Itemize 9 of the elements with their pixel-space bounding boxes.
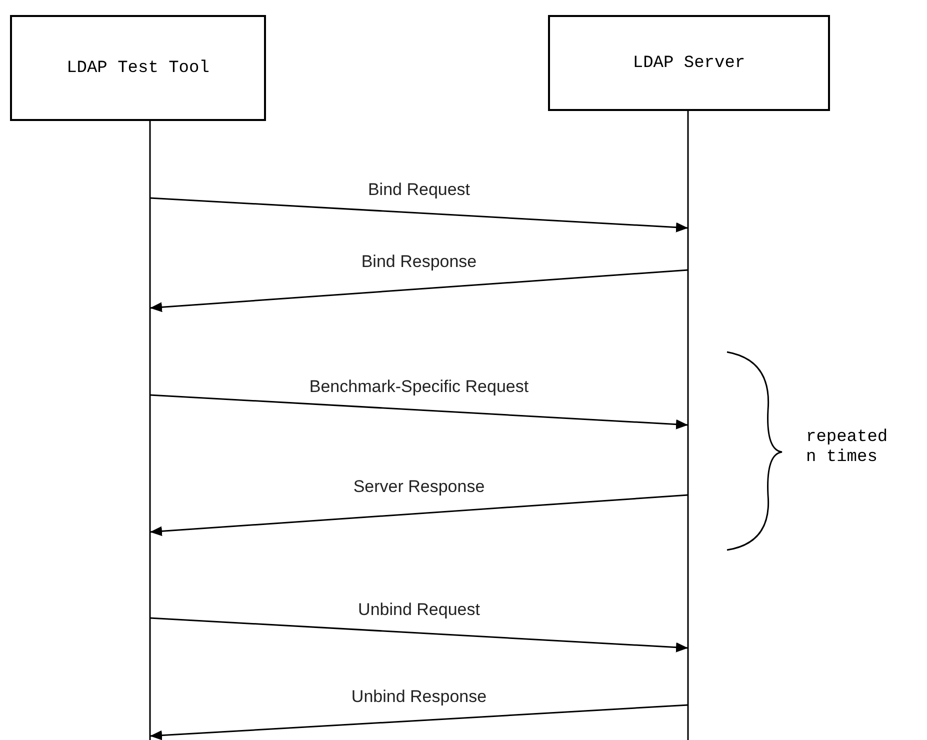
- note-text: repeated n times: [806, 428, 889, 468]
- participant-box: LDAP Test Tool: [10, 15, 266, 121]
- message-arrow: [150, 197, 688, 232]
- message-arrow: [150, 617, 688, 652]
- message-arrow: [150, 494, 688, 536]
- message-arrow: [150, 269, 688, 312]
- message-arrow: [150, 394, 688, 430]
- message-arrow: [150, 704, 688, 740]
- participant-box: LDAP Server: [548, 15, 830, 111]
